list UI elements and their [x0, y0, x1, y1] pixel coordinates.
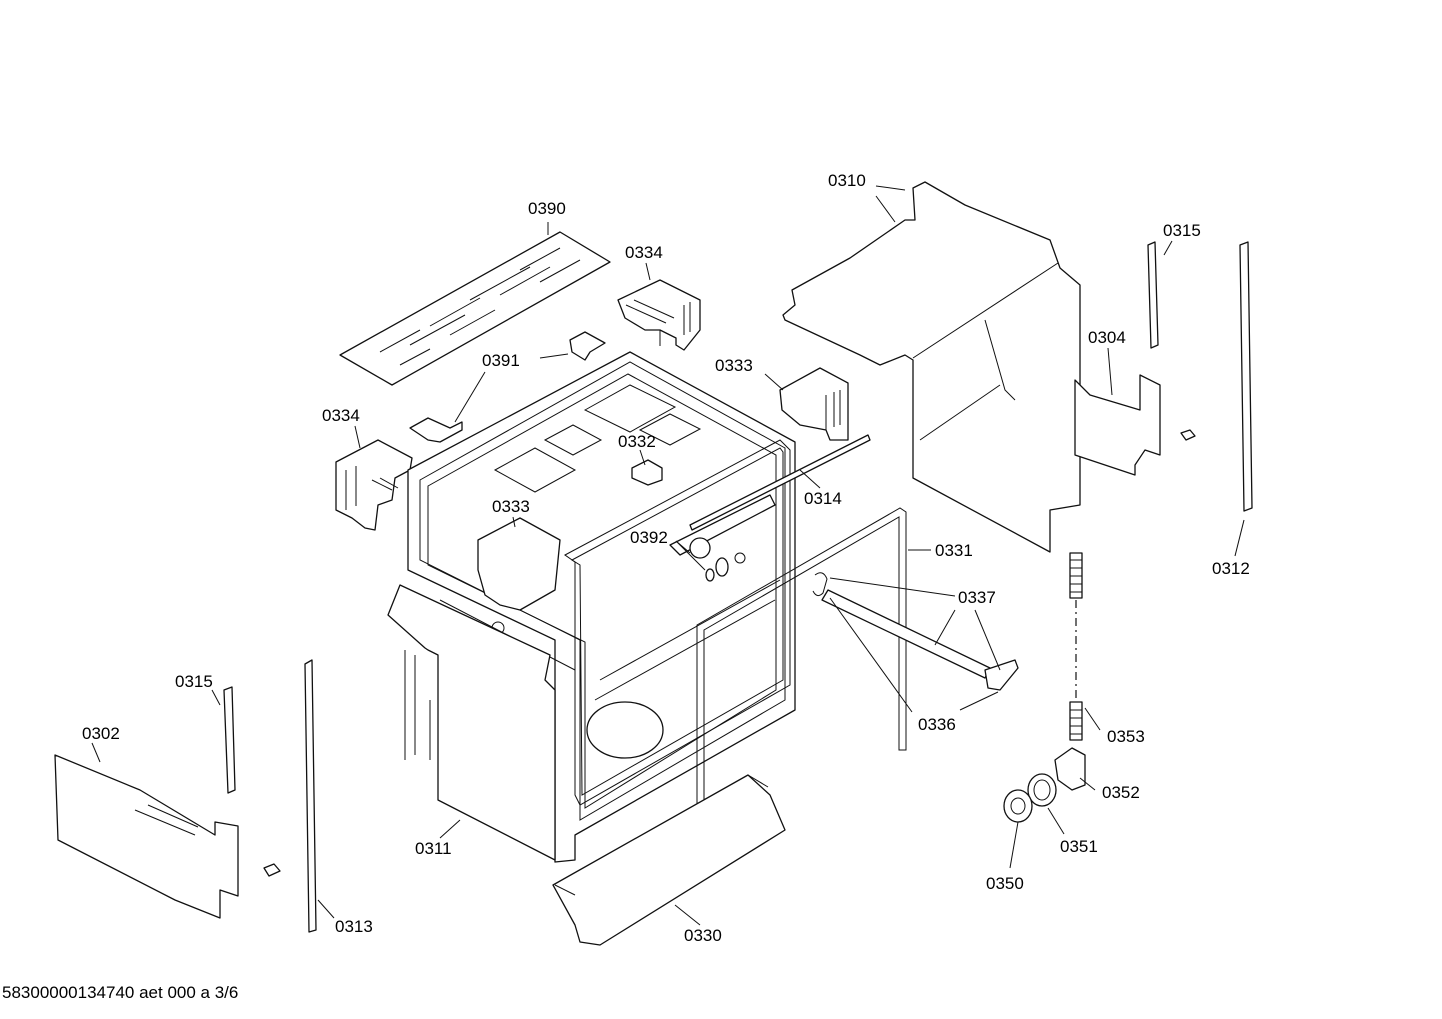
- callout-0333-lower: 0333: [492, 497, 530, 516]
- part-0331-door-seal: [696, 507, 907, 871]
- part-0315-strip-right: [1147, 241, 1159, 349]
- callout-0337: 0337: [958, 588, 996, 607]
- document-id: 58300000134740 aet 000 a 3/6: [2, 983, 238, 1002]
- callout-0310: 0310: [828, 171, 866, 190]
- callout-0315-left: 0315: [175, 672, 213, 691]
- part-0304-side-bracket: [1074, 374, 1161, 476]
- callout-0302: 0302: [82, 724, 120, 743]
- part-0330-kick-plate: [552, 774, 786, 946]
- callout-0331: 0331: [935, 541, 973, 560]
- part-0334-bracket-left: [335, 439, 413, 531]
- callout-0333-upper: 0333: [715, 356, 753, 375]
- part-0352-elbow: [1054, 747, 1086, 791]
- part-0334-bracket-top: [617, 279, 701, 351]
- callout-0311: 0311: [415, 839, 452, 858]
- callout-0330: 0330: [684, 926, 722, 945]
- callout-0304: 0304: [1088, 328, 1126, 347]
- callout-0332: 0332: [618, 432, 656, 451]
- part-0333-bracket-upper: [779, 367, 849, 441]
- callout-0314: 0314: [804, 489, 842, 508]
- callout-0350: 0350: [986, 874, 1024, 893]
- callout-0390: 0390: [528, 199, 566, 218]
- part-0337-hinge-arm: [812, 572, 1019, 691]
- part-0315-strip-left: [223, 686, 236, 794]
- callout-0352: 0352: [1102, 783, 1140, 802]
- part-screw-right: [1180, 429, 1196, 441]
- callout-0315-right: 0315: [1163, 221, 1201, 240]
- callout-0391: 0391: [482, 351, 520, 370]
- callout-0312: 0312: [1212, 559, 1250, 578]
- part-0391-bracket-a: [569, 331, 606, 361]
- part-0353-hose: [1069, 552, 1083, 741]
- part-door-gasket: [564, 439, 791, 806]
- part-0314-strip: [689, 434, 871, 531]
- callout-0313: 0313: [335, 917, 373, 936]
- part-0390-top-mat: [339, 231, 611, 386]
- leader-lines: [91, 185, 1245, 926]
- part-0311-front-panel: [387, 584, 556, 861]
- part-0332-clip: [631, 459, 663, 486]
- part-0302-side-panel: [54, 754, 239, 919]
- callout-0353: 0353: [1107, 727, 1145, 746]
- callout-0351: 0351: [1060, 837, 1098, 856]
- part-0392-bracket: [669, 494, 776, 582]
- part-0350-cap: [1003, 789, 1033, 823]
- part-0313-strip: [304, 659, 317, 933]
- callout-0334-top: 0334: [625, 243, 663, 262]
- part-0310-insulation: [782, 181, 1081, 553]
- part-screw-left: [263, 863, 281, 877]
- part-0391-bracket-b: [409, 417, 463, 443]
- callout-0336: 0336: [918, 715, 956, 734]
- callout-0334-left: 0334: [322, 406, 360, 425]
- part-0351-nut: [1027, 773, 1057, 807]
- part-0312-strip: [1239, 241, 1253, 512]
- callout-0392: 0392: [630, 528, 668, 547]
